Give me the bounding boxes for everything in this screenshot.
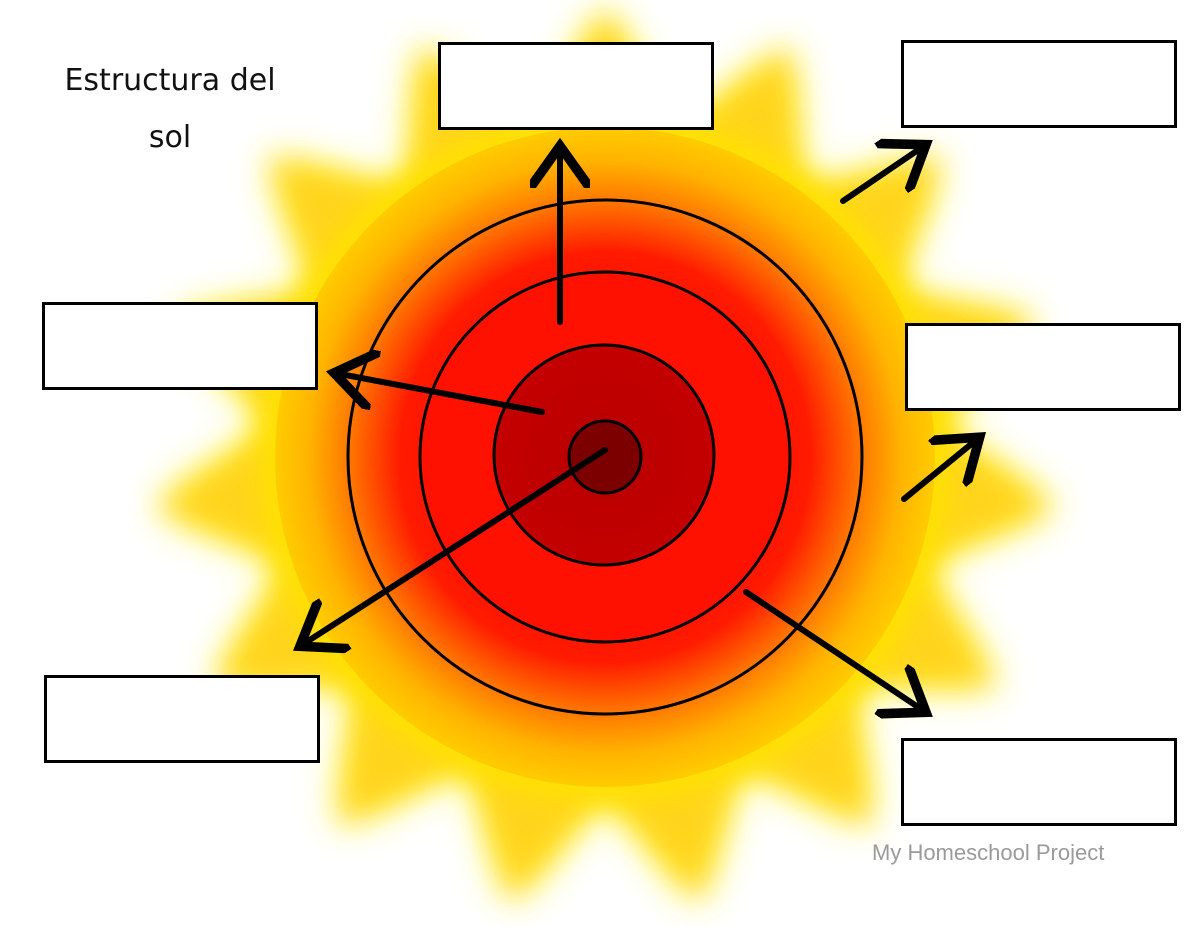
arrow-to-middle-left [340, 374, 545, 415]
label-box-middle-left[interactable] [42, 302, 318, 390]
arrow-to-middle-right [901, 441, 975, 502]
diagram-title: Estructura del sol [40, 52, 300, 166]
arrows [305, 148, 975, 709]
label-box-bottom-right[interactable] [901, 738, 1177, 826]
core [567, 419, 643, 495]
arrow-to-top-right [840, 148, 921, 204]
title-line-1: Estructura del [64, 63, 276, 98]
arrow-to-bottom-left [305, 447, 608, 643]
label-box-middle-right[interactable] [905, 323, 1181, 411]
title-line-2: sol [148, 120, 192, 155]
arrow-to-bottom-right [743, 589, 921, 709]
label-box-top-center[interactable] [438, 42, 714, 130]
watermark: My Homeschool Project [872, 840, 1105, 865]
label-box-top-right[interactable] [901, 40, 1177, 128]
convective-zone-ring [346, 198, 864, 716]
label-box-bottom-left[interactable] [44, 675, 320, 763]
